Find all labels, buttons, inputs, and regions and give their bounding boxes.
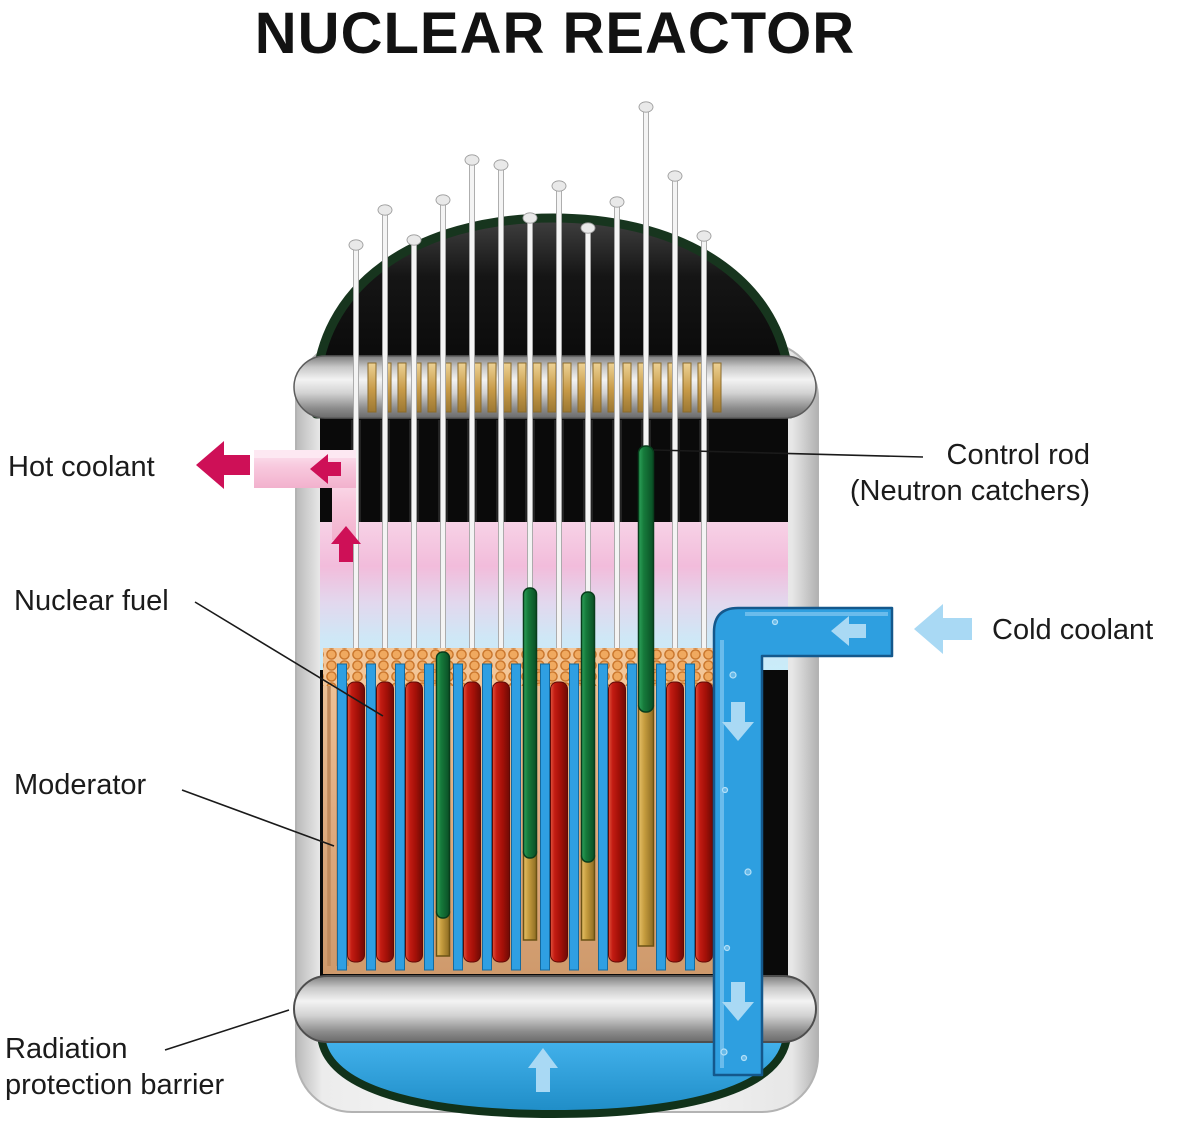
radiation-protection-barrier-band xyxy=(293,975,817,1043)
pipe-left-flow-arrow-icon xyxy=(831,616,866,646)
hot-coolant-arrow-icon xyxy=(196,441,250,489)
bottom-water-bowl xyxy=(318,1032,790,1118)
label-hot-coolant: Hot coolant xyxy=(8,451,155,483)
leader-nuclear-fuel xyxy=(194,601,384,717)
upper-collar-band xyxy=(293,355,817,419)
leader-radiation-barrier xyxy=(164,1009,290,1051)
label-radiation-protection-barrier: Radiation protection barrier xyxy=(5,1033,225,1102)
cold-coolant-arrow-icon xyxy=(914,604,972,654)
label-moderator: Moderator xyxy=(14,769,147,801)
cold-coolant-pipe xyxy=(712,606,894,1077)
pipe-down-flow-arrow2-icon xyxy=(722,982,754,1021)
label-control-rod: Control rod (Neutron catchers) xyxy=(849,439,1090,508)
control-rods xyxy=(435,445,655,957)
diagram-title: NUCLEAR REACTOR xyxy=(254,1,856,66)
reactor-core xyxy=(323,648,757,974)
hot-coolant-pipe xyxy=(254,450,361,562)
pipe-down-flow-arrow-icon xyxy=(722,702,754,741)
control-rod-main xyxy=(637,445,655,713)
bowl-up-arrow-icon xyxy=(528,1048,558,1092)
moderator-channels xyxy=(337,663,724,971)
label-nuclear-fuel: Nuclear fuel xyxy=(14,585,169,617)
hot-pipe-left-arrow-icon xyxy=(310,454,341,484)
fuel-rods xyxy=(347,681,713,963)
pipe-bubbles xyxy=(720,618,779,1062)
coolant-water-layer xyxy=(320,522,788,670)
hot-pipe-up-arrow-icon xyxy=(331,526,361,562)
leader-lines xyxy=(164,449,924,1051)
label-cold-coolant: Cold coolant xyxy=(992,614,1154,646)
leader-control-rod xyxy=(653,449,924,458)
leader-moderator xyxy=(181,789,335,847)
